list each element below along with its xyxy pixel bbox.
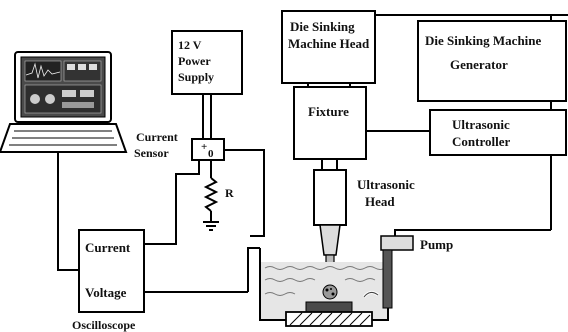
current-sensor-label-2: Sensor [134,146,169,160]
oscilloscope-voltage-channel: Voltage [85,285,127,300]
die-sinking-generator-box [417,20,567,102]
ultrasonic-controller-line-1: Ultrasonic [452,117,510,132]
die-sinking-head-line-1: Die Sinking [290,19,355,34]
fixture-label: Fixture [308,104,349,119]
power-supply-line-2: Power [178,54,211,68]
resistor-label: R [225,186,234,200]
die-sinking-machine-head-box [281,10,376,84]
generator-line-2: Generator [450,57,508,72]
ground-icon [203,221,219,231]
pump-pipe [382,249,393,309]
oscilloscope-current-channel: Current [85,240,131,255]
die-sinking-head-line-2: Machine Head [288,36,370,51]
oscilloscope-label: Oscilloscope [72,318,136,332]
ultrasonic-head-line-2: Head [365,194,395,209]
power-supply-line-1: 12 V [178,38,202,52]
ultrasonic-head-box [313,169,347,226]
laptop-icon [0,51,128,153]
pump-icon [380,235,414,251]
resistor-symbol [203,177,219,212]
ultrasonic-controller-box [429,109,567,156]
current-sensor-label-1: Current [136,130,178,144]
workpiece [305,301,353,313]
ultrasonic-head-line-1: Ultrasonic [357,177,415,192]
power-supply-box [171,30,243,95]
pump-label: Pump [420,237,453,252]
fixture-box [293,86,367,160]
horn-shape [319,224,341,256]
fluid-ripples [264,266,386,296]
spark-icon [322,284,338,300]
power-supply-line-3: Supply [178,70,214,84]
generator-line-1: Die Sinking Machine [425,33,542,48]
ultrasonic-controller-line-2: Controller [452,134,510,149]
current-sensor-zero-symbol: 0 [208,148,214,160]
current-sensor-plus-symbol: + [201,141,207,153]
workpiece-base [285,311,373,327]
